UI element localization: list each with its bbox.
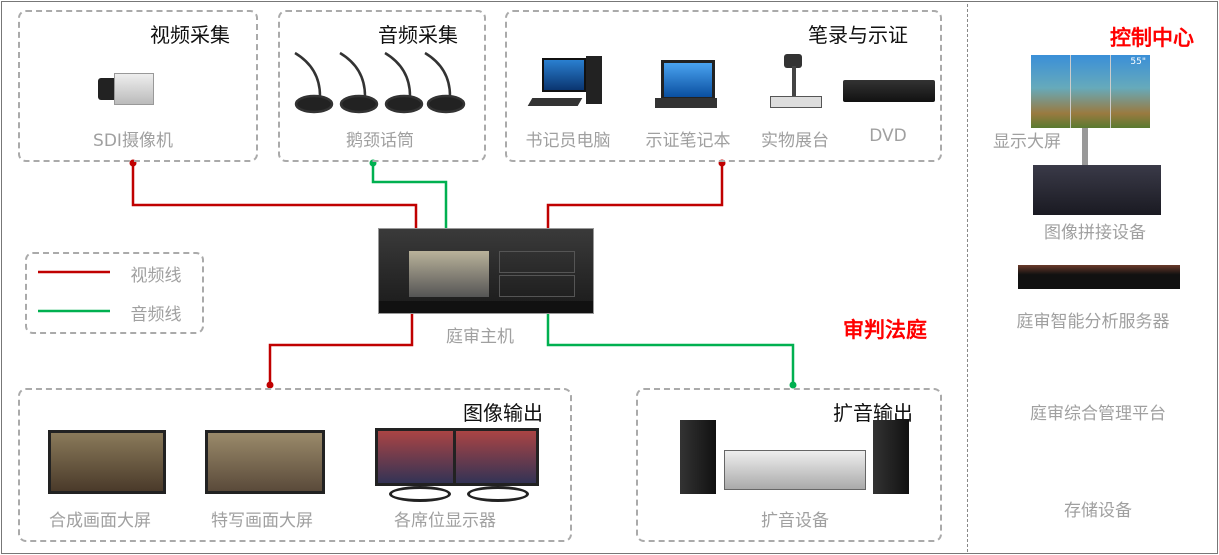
video-wall-icon: 55" [1031,55,1150,128]
desktop-computer-icon [527,56,605,112]
display-size-label: 55" [1130,57,1146,67]
microphones-icon [290,48,470,114]
clerk-computer-label: 书记员电脑 [525,131,611,151]
camera-icon [98,70,154,105]
connector-dot [789,381,797,389]
storage-label: 存储设备 [1064,501,1132,521]
court-host-device [378,228,594,314]
section-divider [967,4,968,552]
audio-line-mic [371,163,448,228]
record-evidence-group [505,10,942,162]
dvd-player-icon [843,80,935,102]
video-line-evidence [546,162,724,228]
microphone-label: 鹅颈话筒 [346,131,414,151]
video-line-camera [131,162,418,228]
legend-audio-label: 音频线 [130,305,182,325]
audio-line-output [546,312,795,386]
amplifier-icon [724,450,866,490]
legend [25,252,204,334]
record-evidence-title: 笔录与示证 [808,23,908,47]
composite-screen-icon [48,430,166,494]
amplifier-label: 扩音设备 [761,511,829,531]
image-output-group [18,388,572,542]
management-platform-label: 庭审综合管理平台 [1030,404,1166,424]
dvd-label: DVD [869,126,907,146]
camera-label: SDI摄像机 [93,131,173,151]
display-wall-label: 显示大屏 [993,132,1061,152]
host-screen [409,251,489,297]
closeup-screen-icon [205,430,325,494]
audio-output-group [636,388,942,542]
video-capture-group [18,10,258,162]
seat-monitors-label: 各席位显示器 [394,511,496,531]
audio-capture-group [278,10,486,162]
composite-screen-label: 合成画面大屏 [49,511,151,531]
video-capture-title: 视频采集 [150,23,230,47]
evidence-laptop-label: 示证笔记本 [645,131,731,151]
laptop-icon [655,60,717,112]
connector-dot [266,381,274,389]
splicer-label: 图像拼接设备 [1044,223,1146,243]
video-wall-stand [1082,128,1088,165]
speaker-right-icon [873,420,909,494]
court-host-label: 庭审主机 [446,327,514,347]
audio-capture-title: 音频采集 [378,23,458,47]
image-output-title: 图像输出 [463,401,543,425]
speaker-left-icon [680,420,716,494]
video-line-output [268,312,414,386]
seat-monitors-icon [375,428,539,502]
splicer-device-icon [1033,165,1161,215]
document-camera-label: 实物展台 [761,131,829,151]
control-center-title: 控制中心 [1110,26,1194,50]
closeup-screen-label: 特写画面大屏 [211,511,313,531]
courtroom-label: 审判法庭 [843,318,927,342]
analysis-server-label: 庭审智能分析服务器 [1016,312,1170,332]
legend-video-label: 视频线 [130,266,182,286]
analysis-server-icon [1018,265,1180,289]
document-camera-icon [766,52,824,112]
